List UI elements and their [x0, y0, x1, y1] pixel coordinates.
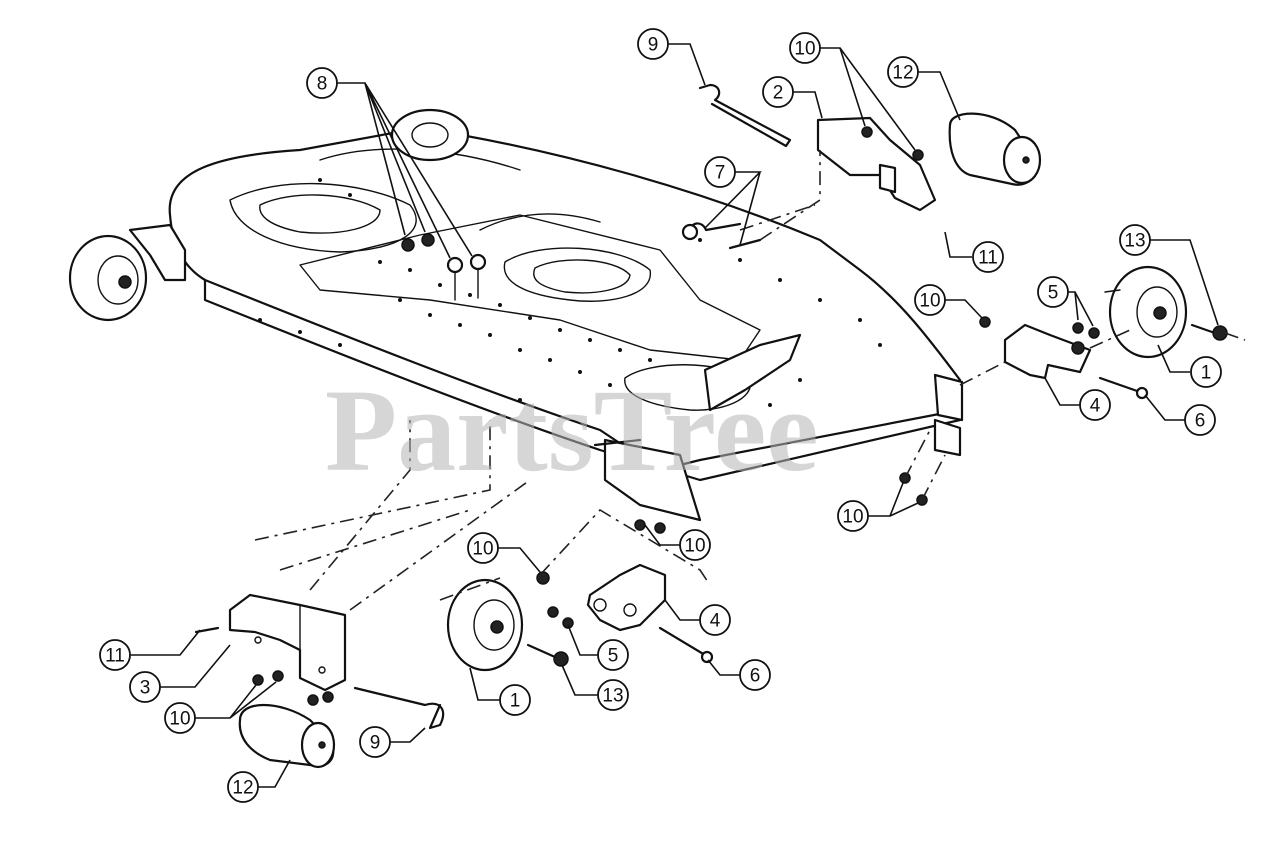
mower-deck	[68, 108, 964, 522]
lower-left-assembly	[194, 420, 531, 769]
svg-text:13: 13	[602, 686, 623, 707]
callout-11-lower: 11	[99, 639, 131, 671]
callout-8: 8	[306, 67, 338, 99]
svg-text:10: 10	[842, 507, 863, 528]
svg-text:7: 7	[715, 163, 726, 184]
svg-text:8: 8	[317, 74, 328, 95]
deck-front-bracket	[603, 438, 702, 522]
svg-text:9: 9	[370, 733, 381, 754]
callout-10-center: 10	[679, 529, 711, 561]
svg-text:1: 1	[510, 691, 521, 712]
deck-left-wheel	[68, 223, 187, 322]
callout-2: 2	[762, 76, 794, 108]
bolts-group-8	[401, 233, 487, 301]
callout-4-right: 4	[1079, 389, 1111, 421]
svg-text:10: 10	[684, 536, 705, 557]
callout-1-right: 1	[1190, 356, 1222, 388]
callout-10-lower: 10	[467, 532, 499, 564]
callout-10-left: 10	[164, 702, 196, 734]
callout-9-lower: 9	[359, 726, 391, 758]
axle-rod-9-lower	[353, 686, 445, 730]
callout-13-right: 13	[1119, 224, 1151, 256]
deck-holes	[258, 178, 882, 407]
bolt-13-lower	[526, 643, 557, 659]
callout-12-top: 12	[887, 56, 919, 88]
callout-7: 7	[704, 156, 736, 188]
svg-text:9: 9	[648, 35, 659, 56]
callout-10-top: 10	[789, 32, 821, 64]
roller-12-top	[948, 112, 1042, 186]
svg-text:11: 11	[105, 646, 125, 667]
callout-10-right: 10	[914, 284, 946, 316]
svg-text:10: 10	[169, 709, 190, 730]
callout-4-lower: 4	[699, 604, 731, 636]
callout-leaders	[130, 43, 1219, 788]
svg-text:3: 3	[140, 678, 151, 699]
svg-text:6: 6	[750, 666, 761, 687]
svg-text:11: 11	[978, 248, 998, 269]
svg-text:12: 12	[232, 778, 253, 799]
upper-right-assembly	[681, 83, 1042, 250]
caster-bracket-4-right	[1003, 323, 1092, 380]
caster-wheel-1-lower	[446, 578, 524, 672]
callout-3: 3	[129, 671, 161, 703]
callout-12-lower: 12	[227, 771, 259, 803]
bracket-2	[816, 116, 937, 212]
roller-12-lower	[238, 703, 336, 769]
callout-1-lower: 1	[499, 684, 531, 716]
svg-text:4: 4	[1090, 396, 1101, 417]
deck-right-bracket	[933, 373, 964, 422]
callout-13-lower: 13	[597, 679, 629, 711]
svg-text:10: 10	[472, 539, 493, 560]
caster-wheel-1-right	[1108, 265, 1188, 359]
callout-10-lower-right: 10	[837, 500, 869, 532]
svg-text:4: 4	[710, 611, 721, 632]
lower-caster-assembly	[439, 508, 714, 672]
pin-6-right	[1098, 376, 1142, 394]
svg-text:5: 5	[1048, 283, 1059, 304]
axle-rod-9-top	[698, 83, 792, 148]
callout-5-lower: 5	[597, 639, 629, 671]
svg-text:6: 6	[1195, 411, 1206, 432]
callout-5-right: 5	[1037, 276, 1069, 308]
svg-text:10: 10	[919, 291, 940, 312]
watermark: PartsTree	[325, 365, 819, 496]
pin-6-lower	[658, 626, 707, 657]
svg-text:2: 2	[773, 83, 784, 104]
svg-text:10: 10	[794, 39, 815, 60]
caster-bracket-4-lower	[586, 563, 667, 632]
svg-text:13: 13	[1124, 231, 1145, 252]
callout-9-top: 9	[637, 28, 669, 60]
svg-text:12: 12	[892, 63, 913, 84]
deck-rear-roller	[390, 108, 470, 162]
svg-text:5: 5	[608, 646, 619, 667]
bracket-3	[228, 593, 347, 692]
right-caster-assembly	[959, 265, 1246, 400]
svg-text:1: 1	[1201, 363, 1212, 384]
bolt-13-right	[1190, 323, 1214, 334]
callout-6-right: 6	[1184, 404, 1216, 436]
callout-6-lower: 6	[739, 659, 771, 691]
callout-11-top: 11	[972, 241, 1004, 273]
